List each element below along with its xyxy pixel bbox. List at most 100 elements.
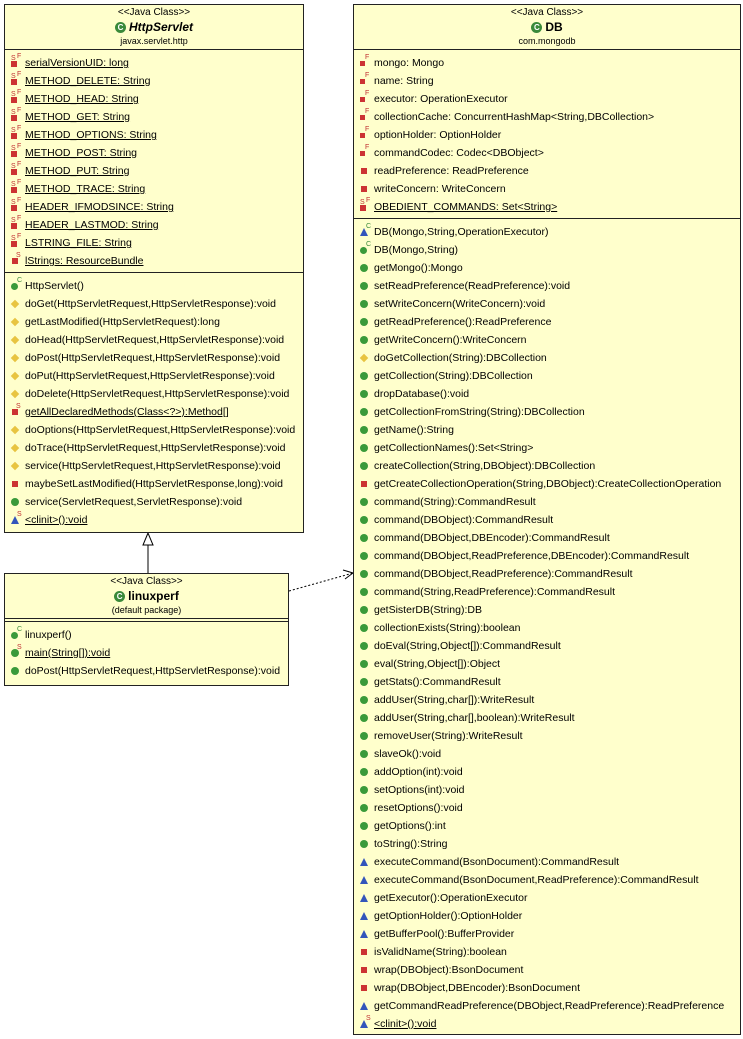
method-row[interactable]: getReadPreference():ReadPreference	[354, 313, 740, 331]
method-row[interactable]: isValidName(String):boolean	[354, 943, 740, 961]
class-icon: C	[531, 22, 543, 34]
method-row[interactable]: slaveOk():void	[354, 745, 740, 763]
public-icon	[360, 835, 372, 853]
method-row[interactable]: toString():String	[354, 835, 740, 853]
method-row[interactable]: setReadPreference(ReadPreference):void	[354, 277, 740, 295]
method-row[interactable]: getCollectionFromString(String):DBCollec…	[354, 403, 740, 421]
method-row[interactable]: service(ServletRequest,ServletResponse):…	[5, 493, 303, 511]
method-row[interactable]: getStats():CommandResult	[354, 673, 740, 691]
method-row[interactable]: command(DBObject,DBEncoder):CommandResul…	[354, 529, 740, 547]
method-row[interactable]: getMongo():Mongo	[354, 259, 740, 277]
method-row[interactable]: setOptions(int):void	[354, 781, 740, 799]
method-row[interactable]: getName():String	[354, 421, 740, 439]
public-icon	[360, 583, 372, 601]
method-row[interactable]: doGet(HttpServletRequest,HttpServletResp…	[5, 295, 303, 313]
public-icon	[360, 655, 372, 673]
method-row[interactable]: getBufferPool():BufferProvider	[354, 925, 740, 943]
private-icon	[360, 475, 372, 493]
method-row[interactable]: S<clinit>():void	[354, 1015, 740, 1033]
method-row[interactable]: getCommandReadPreference(DBObject,ReadPr…	[354, 997, 740, 1015]
method-row[interactable]: doTrace(HttpServletRequest,HttpServletRe…	[5, 439, 303, 457]
method-row[interactable]: wrap(DBObject,DBEncoder):BsonDocument	[354, 979, 740, 997]
method-row[interactable]: getOptionHolder():OptionHolder	[354, 907, 740, 925]
method-row[interactable]: command(String):CommandResult	[354, 493, 740, 511]
method-row[interactable]: command(String,ReadPreference):CommandRe…	[354, 583, 740, 601]
method-row[interactable]: getSisterDB(String):DB	[354, 601, 740, 619]
method-row[interactable]: getCollectionNames():Set<String>	[354, 439, 740, 457]
method-row[interactable]: getOptions():int	[354, 817, 740, 835]
method-row[interactable]: addUser(String,char[]):WriteResult	[354, 691, 740, 709]
generalization-arrowhead	[142, 531, 154, 546]
method-row[interactable]: resetOptions():void	[354, 799, 740, 817]
method-row[interactable]: executeCommand(BsonDocument,ReadPreferen…	[354, 871, 740, 889]
method-row[interactable]: executeCommand(BsonDocument):CommandResu…	[354, 853, 740, 871]
method-row[interactable]: doGetCollection(String):DBCollection	[354, 349, 740, 367]
method-row[interactable]: wrap(DBObject):BsonDocument	[354, 961, 740, 979]
method-row[interactable]: getExecutor():OperationExecutor	[354, 889, 740, 907]
method-row[interactable]: collectionExists(String):boolean	[354, 619, 740, 637]
method-row[interactable]: addUser(String,char[],boolean):WriteResu…	[354, 709, 740, 727]
method-row[interactable]: maybeSetLastModified(HttpServletResponse…	[5, 475, 303, 493]
method-row[interactable]: doPost(HttpServletRequest,HttpServletRes…	[5, 349, 303, 367]
method-row[interactable]: getCreateCollectionOperation(String,DBOb…	[354, 475, 740, 493]
method-row[interactable]: command(DBObject):CommandResult	[354, 511, 740, 529]
public-icon	[360, 295, 372, 313]
method-row[interactable]: command(DBObject,ReadPreference,DBEncode…	[354, 547, 740, 565]
method-signature: getCollectionFromString(String):DBCollec…	[374, 406, 585, 418]
field-row[interactable]: writeConcern: WriteConcern	[354, 180, 740, 198]
method-row[interactable]: addOption(int):void	[354, 763, 740, 781]
public-constructor-icon: C	[360, 241, 372, 259]
method-signature: addUser(String,char[]):WriteResult	[374, 694, 535, 706]
method-row[interactable]: dropDatabase():void	[354, 385, 740, 403]
method-row[interactable]: S<clinit>():void	[5, 511, 303, 529]
method-row[interactable]: getLastModified(HttpServletRequest):long	[5, 313, 303, 331]
method-row[interactable]: command(DBObject,ReadPreference):Command…	[354, 565, 740, 583]
method-row[interactable]: doDelete(HttpServletRequest,HttpServletR…	[5, 385, 303, 403]
method-row[interactable]: doOptions(HttpServletRequest,HttpServlet…	[5, 421, 303, 439]
method-row[interactable]: doEval(String,Object[]):CommandResult	[354, 637, 740, 655]
method-row[interactable]: doHead(HttpServletRequest,HttpServletRes…	[5, 331, 303, 349]
method-row[interactable]: eval(String,Object[]):Object	[354, 655, 740, 673]
method-row[interactable]: getCollection(String):DBCollection	[354, 367, 740, 385]
method-row[interactable]: doPut(HttpServletRequest,HttpServletResp…	[5, 367, 303, 385]
method-row[interactable]: createCollection(String,DBObject):DBColl…	[354, 457, 740, 475]
field-row[interactable]: readPreference: ReadPreference	[354, 162, 740, 180]
method-signature: getOptionHolder():OptionHolder	[374, 910, 523, 922]
method-row[interactable]: doPost(HttpServletRequest,HttpServletRes…	[5, 662, 288, 680]
method-row[interactable]: removeUser(String):WriteResult	[354, 727, 740, 745]
field-signature: METHOD_PUT: String	[25, 165, 130, 177]
method-row[interactable]: setWriteConcern(WriteConcern):void	[354, 295, 740, 313]
method-row[interactable]: getWriteConcern():WriteConcern	[354, 331, 740, 349]
method-row[interactable]: service(HttpServletRequest,HttpServletRe…	[5, 457, 303, 475]
